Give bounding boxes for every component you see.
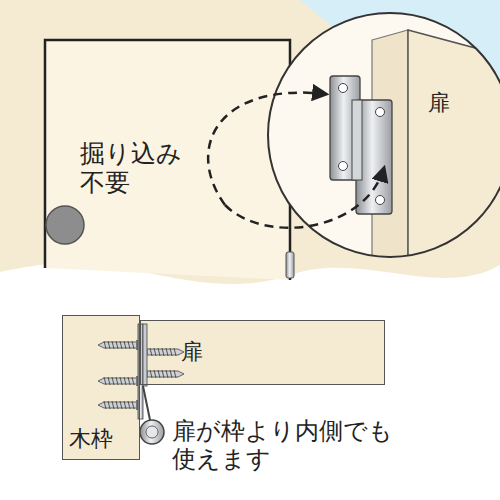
hinge-arm xyxy=(143,386,150,420)
hinge xyxy=(330,76,392,214)
usage-note: 扉が枠より内側でも 使えます xyxy=(172,418,404,473)
door-panel xyxy=(408,30,500,270)
hinge-pin xyxy=(146,426,158,438)
door xyxy=(45,40,290,280)
section-label: 木枠 xyxy=(69,426,113,451)
frame-section: 木枠 xyxy=(62,315,140,460)
door-section: 扉 xyxy=(140,320,385,385)
dashed-arrow xyxy=(208,93,326,205)
door-label: 扉 xyxy=(428,90,468,115)
hinge-knuckle xyxy=(140,420,164,444)
feature-note: 掘り込み 不要 xyxy=(80,140,192,198)
zoom-circle xyxy=(268,13,500,257)
small-hinge xyxy=(286,252,294,278)
section-label: 扉 xyxy=(181,339,203,364)
frame-fill xyxy=(62,315,140,460)
dashed-arrow xyxy=(225,168,384,228)
door-fill xyxy=(140,320,385,385)
hinge-leaf xyxy=(143,324,147,386)
door-knob xyxy=(46,206,84,244)
